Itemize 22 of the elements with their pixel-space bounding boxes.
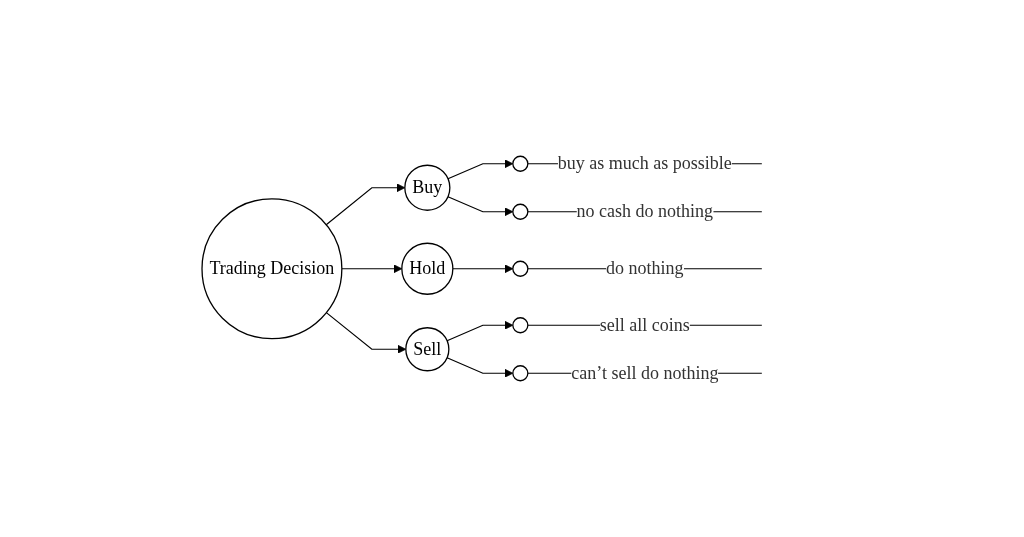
node-circle: [512, 365, 529, 382]
arrow: [325, 183, 406, 226]
node-circle: Hold: [401, 242, 454, 295]
node-circle: [512, 203, 529, 220]
arrow: [446, 320, 514, 342]
node-circle: [512, 317, 529, 334]
arrow: [452, 264, 514, 274]
arrow: [341, 264, 403, 274]
node-circle: Sell: [405, 327, 450, 372]
arrow: [447, 159, 514, 180]
edge-label: buy as much as possible: [557, 153, 732, 174]
edge-label: do nothing: [606, 258, 684, 279]
edge-label: sell all coins: [599, 314, 690, 335]
node-circle: Trading Decision: [201, 198, 343, 340]
node-circle: [512, 155, 529, 172]
node-circle: [512, 260, 529, 277]
arrow: [325, 312, 407, 354]
arrow: [446, 357, 514, 378]
edge-label: no cash do nothing: [576, 201, 714, 222]
node-circle: Buy: [404, 164, 451, 211]
edge-label: can’t sell do nothing: [571, 362, 719, 383]
arrow: [447, 196, 514, 217]
